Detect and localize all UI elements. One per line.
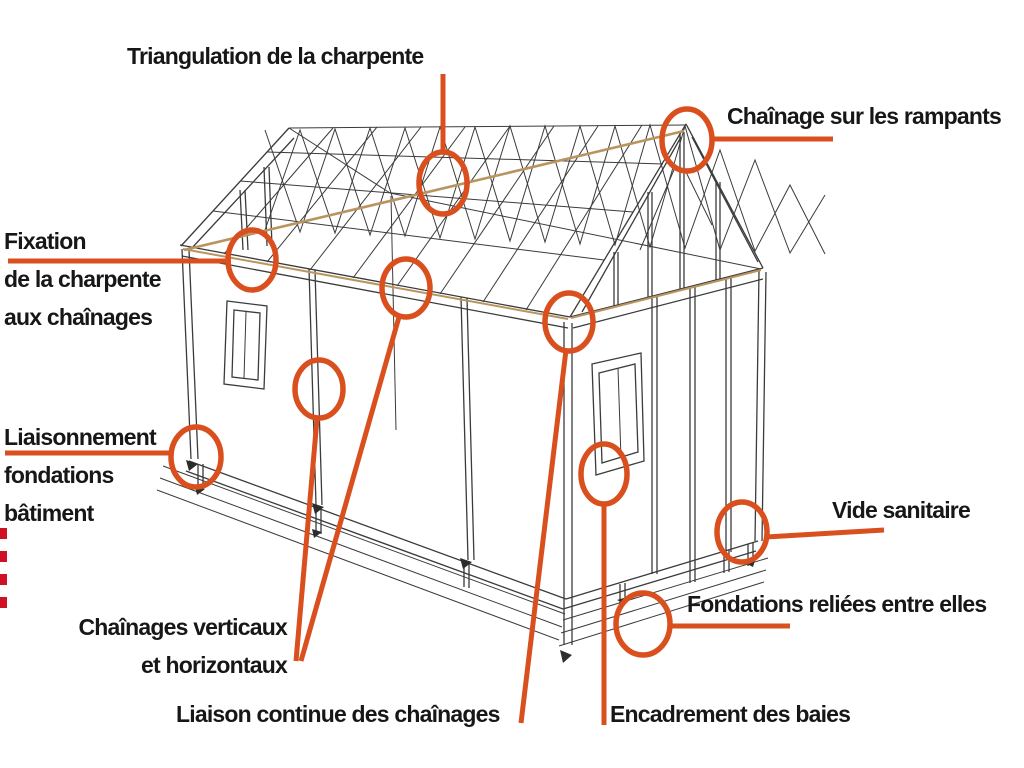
roof-truss-zigzag: [264, 123, 826, 255]
roof-outline: [179, 123, 764, 329]
callout-circle-chainage-horizontal: [379, 256, 433, 320]
callout-circle-fondations: [613, 590, 673, 658]
callout-circle-fixation: [225, 227, 279, 293]
label-vide-sanitaire: Vide sanitaire: [832, 497, 971, 523]
leader-liaison-continue: [518, 349, 569, 724]
label-chainages-verticaux-horizontaux: Chaînages verticaux et horizontaux: [78, 614, 287, 678]
callout-circle-encadrement: [578, 441, 630, 507]
label-triangulation: Triangulation de la charpente: [127, 43, 424, 69]
crawlspace-posts: [197, 464, 754, 604]
callout-circle-chainage-vertical: [292, 357, 346, 421]
callout-circle-liaisonnement: [168, 424, 224, 490]
chainage-tan-lines: [182, 129, 762, 320]
label-liaison-continue: Liaison continue des chaînages: [176, 701, 500, 727]
front-window: [223, 300, 268, 390]
leader-chainages-vertical: [293, 418, 320, 662]
label-liaisonnement: Liaisonnement fondations bâtiment: [4, 424, 157, 526]
label-encadrement: Encadrement des baies: [610, 701, 851, 727]
gable-studs: [239, 132, 721, 306]
callout-circle-triangulation: [416, 149, 470, 217]
callout-circles: [168, 106, 770, 658]
wall-posts: [181, 195, 767, 645]
callout-circle-vide-sanitaire: [714, 499, 770, 565]
label-fondations: Fondations reliées entre elles: [687, 591, 987, 617]
callout-circle-liaison-continue: [542, 290, 596, 354]
house-wireframe: [156, 123, 826, 663]
red-dash-marks: [0, 528, 7, 608]
leader-vide-sanitaire: [765, 527, 885, 540]
callout-circle-rampants: [659, 106, 715, 174]
leader-lines: [5, 74, 885, 725]
label-rampants: Chaînage sur les rampants: [727, 103, 1002, 129]
label-fixation: Fixation de la charpente aux chaînages: [4, 228, 162, 330]
leader-chainages-horizontal: [298, 316, 402, 662]
side-window: [591, 352, 645, 476]
